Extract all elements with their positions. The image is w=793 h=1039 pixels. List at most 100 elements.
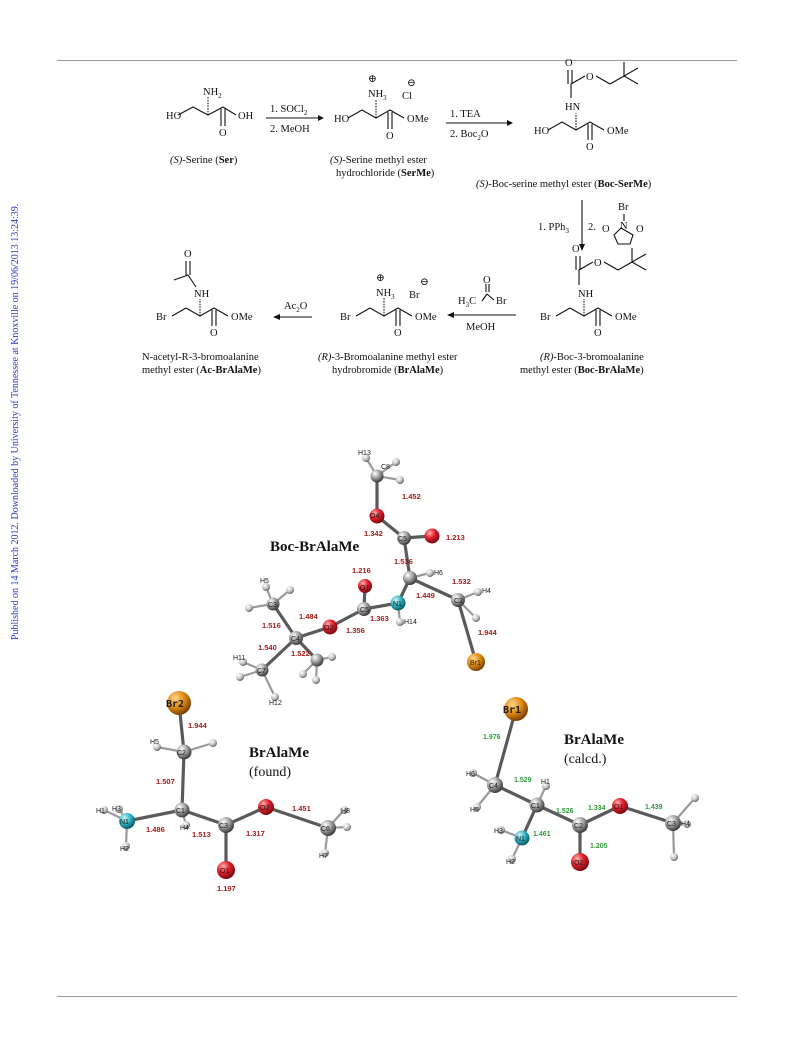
calcd-atom-h6: H6 — [466, 771, 475, 778]
boc-bralame-3d: H13 C8 O4 C5 C5 O1 N1 H14 C2 O2 H6 H4 C3… — [233, 450, 498, 707]
found-bond-6: 1.451 — [292, 804, 311, 813]
boc-bond-2: 1.342 — [364, 529, 383, 538]
serine-abbr: Ser — [219, 155, 235, 166]
calcd-atom-h1: H1 — [541, 779, 550, 786]
calcd-atom-br1: Br1 — [503, 705, 521, 716]
reaction-arrow-3: 1. PPh3 2. Br N O O — [538, 200, 644, 251]
found-atom-n1: N1 — [120, 819, 129, 826]
reaction-arrow-1: 1. SOCl2 2. MeOH — [266, 104, 324, 135]
arrow3-step1-sub: 3 — [565, 227, 569, 235]
arrow2-step1: 1. TEA — [450, 109, 481, 120]
bralame-found-sub: (found) — [249, 765, 291, 780]
boc-bralame-o-top: O — [572, 244, 580, 255]
calcd-bond-1: 1.976 — [483, 734, 501, 741]
boc-atom-h5: H5 — [260, 578, 269, 585]
arrow2-step2: 2. Boc — [450, 129, 478, 140]
svg-text:NH2: NH2 — [203, 87, 222, 100]
boc-bralame-o: O — [594, 328, 602, 339]
svg-text:(R)-3-Bromoalanine methyl este: (R)-3-Bromoalanine methyl ester — [318, 352, 458, 363]
boc-atom-o1: O1 — [360, 585, 369, 592]
found-atom-c2: C2 — [177, 750, 186, 757]
found-bond-2: 1.507 — [156, 777, 175, 786]
calcd-atom-c2: C2 — [574, 823, 583, 830]
found-atom-c1: C1 — [176, 808, 185, 815]
calcd-atom-o2: O2 — [574, 860, 583, 867]
serme-o: O — [386, 131, 394, 142]
boc-atom-c4: C4 — [291, 636, 300, 643]
serine-name: -Serine ( — [182, 155, 219, 166]
boc-bralame-nh: NH — [578, 289, 594, 300]
arrow3-step1: 1. PPh — [538, 222, 566, 233]
serme-abbr: SerMe — [401, 168, 431, 179]
ac-bralame-name-line1: N-acetyl-R-3-bromoalanine — [142, 352, 259, 363]
boc-serme-o-mid: O — [586, 72, 594, 83]
boc-bralame-name-line1: -Boc-3-bromoalanine — [553, 352, 644, 363]
ac-bralame-abbr: Ac-BrAlaMe — [200, 365, 258, 376]
bralame-nh3: NH — [376, 288, 392, 299]
svg-text:(R)-Boc-3-bromoalanine: (R)-Boc-3-bromoalanine — [540, 352, 644, 363]
boc-atom-c3: C3 — [268, 602, 277, 609]
arrow4-solvent: MeOH — [466, 322, 496, 333]
svg-text:1. PPh3: 1. PPh3 — [538, 222, 569, 235]
found-atom-h2: H2 — [120, 846, 129, 853]
calcd-bond-5: 1.439 — [645, 804, 663, 811]
calcd-atom-c3: C3 — [667, 821, 676, 828]
boc-bond-9: 1.356 — [346, 626, 365, 635]
found-atom-h4: H4 — [180, 825, 189, 832]
boc-atom-h13: H13 — [358, 450, 371, 457]
ac-bralame-o-top: O — [184, 249, 192, 260]
boc-bond-14: 1.944 — [478, 628, 498, 637]
arrow5-reagent-end: O — [300, 301, 308, 312]
serme-plus: ⊕ — [368, 74, 377, 85]
serine-nh2-sub: 2 — [218, 92, 222, 100]
ac-bralame-o: O — [210, 328, 218, 339]
boc-bralame-close: ) — [640, 365, 644, 376]
arrow5-reagent-sub: 2 — [296, 306, 300, 314]
bralame-structure: ⊕ NH3 Br ⊖ Br OMe O (R)-3-Bromoalanine m… — [318, 273, 458, 376]
ac-bralame-br: Br — [156, 312, 167, 323]
boc-atom-h4: H4 — [482, 588, 491, 595]
bralame-nh3-sub: 3 — [391, 293, 395, 301]
bralame-name-line2: hydrobromide ( — [332, 365, 398, 376]
calcd-atom-h3: H3 — [494, 828, 503, 835]
arrow2-step2-sub: 2 — [477, 134, 481, 142]
reaction-arrow-5: Ac2O — [273, 301, 312, 320]
svg-text:H3C: H3C — [458, 296, 476, 309]
ac-bralame-nh: NH — [194, 289, 210, 300]
serine-name-stereo: (S) — [170, 155, 183, 166]
svg-text:(S)-Boc-serine methyl ester (B: (S)-Boc-serine methyl ester (Boc-SerMe) — [476, 179, 652, 190]
arrow3-step2: 2. — [588, 222, 596, 233]
boc-bralame-name-line2: methyl ester ( — [520, 365, 578, 376]
serine-oh-left: HO — [166, 111, 182, 122]
ac-bralame-close: ) — [257, 365, 261, 376]
boc-atom-c6: C5 — [360, 607, 369, 614]
boc-bond-12: 1.540 — [258, 643, 277, 652]
boc-bond-7: 1.449 — [416, 591, 435, 600]
bralame-br: Br — [340, 312, 351, 323]
calcd-atom-o1: O1 — [614, 804, 623, 811]
found-bond-5: 1.317 — [246, 829, 265, 838]
serine-structure: HO NH2 OH O (S)-Serine (Ser) — [166, 87, 254, 166]
found-atom-h1: H1 — [96, 808, 105, 815]
bralame-calcd-title: BrAlaMe — [564, 732, 624, 748]
reaction-arrow-2: 1. TEA 2. Boc2O — [446, 109, 513, 142]
found-bond-4: 1.513 — [192, 830, 211, 839]
arrow1-step1-sub: 2 — [304, 109, 308, 117]
arrow4-h3c-sub: 3 — [466, 301, 470, 309]
bralame-found-title: BrAlaMe — [249, 745, 309, 761]
boc-bond-6: 1.532 — [452, 577, 471, 586]
found-atom-o2: O2 — [260, 805, 269, 812]
calcd-atom-h2: H2 — [506, 859, 515, 866]
calcd-bond-3: 1.526 — [556, 808, 574, 815]
bralame-plus: ⊕ — [376, 273, 385, 284]
bralame-calcd-3d: Br1 H6 C4 H5 C1 H1 N1 H3 C2 O1 C3 H4 H2 … — [466, 697, 699, 871]
bralame-close: ) — [440, 365, 444, 376]
serme-ome: OMe — [407, 114, 429, 125]
boc-serme-stereo: (S) — [476, 179, 489, 190]
bralame-minus: ⊖ — [420, 277, 429, 288]
svg-text:2. Boc2O: 2. Boc2O — [450, 129, 489, 142]
boc-bond-4: 1.536 — [394, 557, 413, 566]
nbs-o2: O — [636, 224, 644, 235]
calcd-bond-6: 1.461 — [533, 831, 551, 838]
boc-bond-10: 1.484 — [299, 612, 319, 621]
